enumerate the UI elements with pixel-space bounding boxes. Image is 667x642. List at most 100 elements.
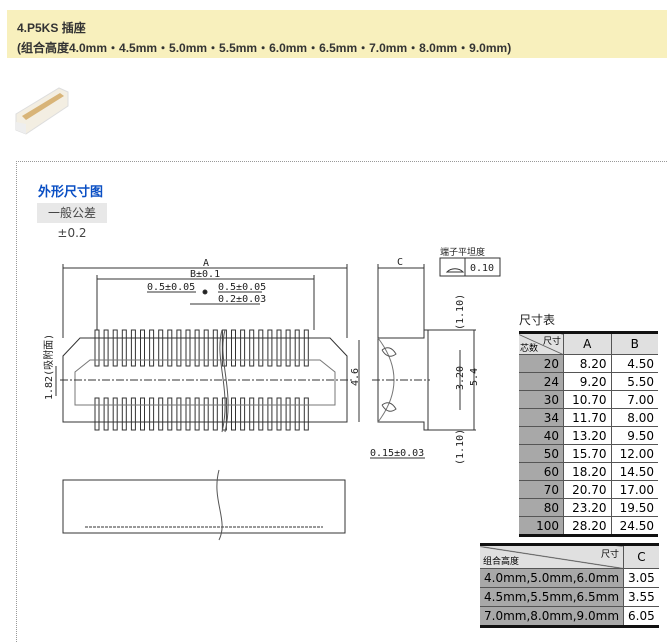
col-B: B <box>610 332 658 355</box>
table-cell: 50 <box>519 444 564 463</box>
pin <box>212 329 218 367</box>
table-cell: 14.50 <box>610 462 658 481</box>
pin <box>303 329 309 367</box>
table-cell: 100 <box>519 516 564 536</box>
size-table-title: 尺寸表 <box>519 313 556 327</box>
table-cell: 9.20 <box>563 372 612 391</box>
pin <box>140 329 145 367</box>
table-cell: 8.20 <box>563 354 612 373</box>
product-photo <box>15 87 69 135</box>
dim-C: C <box>397 257 403 268</box>
product-header: 4.P5KS 插座 (组合高度4.0mm・4.5mm・5.0mm・5.5mm・6… <box>7 10 667 58</box>
dim-B: B±0.1 <box>190 269 220 280</box>
table-cell: 28.20 <box>563 516 612 536</box>
pin <box>103 329 109 367</box>
table-cell: 15.70 <box>563 444 612 463</box>
table-cell: 20.70 <box>563 480 612 499</box>
pin <box>294 329 300 367</box>
pin <box>231 397 236 431</box>
table-cell: 24 <box>519 372 564 391</box>
pin <box>240 397 246 431</box>
table-cell: 8.00 <box>610 408 658 427</box>
corner-top: 尺寸 <box>601 550 620 560</box>
tolerance-label: 一般公差±0.2 <box>37 203 107 240</box>
table-cell: 4.50 <box>610 354 658 373</box>
pin <box>94 397 100 431</box>
dim-3-20: 3.20 <box>455 366 466 390</box>
col-A: A <box>563 332 612 355</box>
pin <box>185 397 191 431</box>
pin <box>285 397 291 431</box>
corner-bottom: 组合高度 <box>483 557 520 567</box>
product-subtitle: (组合高度4.0mm・4.5mm・5.0mm・5.5mm・6.0mm・6.5mm… <box>17 41 512 55</box>
pin <box>231 329 236 367</box>
table-cell: 17.00 <box>610 480 658 499</box>
table-cell: 80 <box>519 498 564 517</box>
table-cell: 40 <box>519 426 564 445</box>
table-cell: 20 <box>519 354 564 373</box>
pin <box>112 329 118 367</box>
dim-pitch-left: 0.5±0.05 <box>147 282 195 293</box>
table-cell: 10.70 <box>563 390 612 409</box>
pin <box>167 397 173 431</box>
table-cell: 3.05 <box>623 568 659 588</box>
flatness-value: 0.10 <box>470 263 494 274</box>
pin <box>158 397 164 431</box>
corner-top: 尺寸 <box>542 337 561 347</box>
pin <box>258 329 264 367</box>
table-cell: 3.55 <box>623 587 659 607</box>
pin <box>112 397 118 431</box>
pin <box>294 397 300 431</box>
table-cell: 60 <box>519 462 564 481</box>
product-title: 4.P5KS 插座 <box>17 21 86 35</box>
pin <box>121 329 127 367</box>
pin <box>185 329 191 367</box>
dim-top-gap: (1.10) <box>455 294 466 330</box>
col-C: C <box>623 544 659 569</box>
table-cell: 7.00 <box>610 390 658 409</box>
pin <box>276 329 282 367</box>
pin <box>149 397 155 431</box>
table-cell: 4.0mm,5.0mm,6.0mm <box>480 568 624 588</box>
dim-bottom-gap: (1.10) <box>455 429 466 465</box>
pin <box>176 329 182 367</box>
table-cell: 23.20 <box>563 498 612 517</box>
table-cell: 70 <box>519 480 564 499</box>
table-cell: 5.50 <box>610 372 658 391</box>
table-cell: 4.5mm,5.5mm,6.5mm <box>480 587 624 607</box>
pin <box>249 397 255 431</box>
pin <box>276 397 282 431</box>
table-cell: 12.00 <box>610 444 658 463</box>
corner-bottom: 芯数 <box>520 344 539 354</box>
pin <box>194 397 200 431</box>
dim-height: 1.82(吸附面) <box>42 334 55 400</box>
pin <box>203 329 209 367</box>
pin <box>94 329 100 367</box>
table-cell: 9.50 <box>610 426 658 445</box>
table-cell: 11.70 <box>563 408 612 427</box>
pin <box>258 397 264 431</box>
table-cell: 19.50 <box>610 498 658 517</box>
section-title: 外形尺寸图 <box>38 185 104 200</box>
table-cell: 7.0mm,8.0mm,9.0mm <box>480 606 624 627</box>
dim-pitch-right: 0.5±0.05 <box>218 282 266 293</box>
pin <box>267 329 273 367</box>
pin-group <box>94 329 309 431</box>
table-cell: 30 <box>519 390 564 409</box>
table-cell: 24.50 <box>610 516 658 536</box>
